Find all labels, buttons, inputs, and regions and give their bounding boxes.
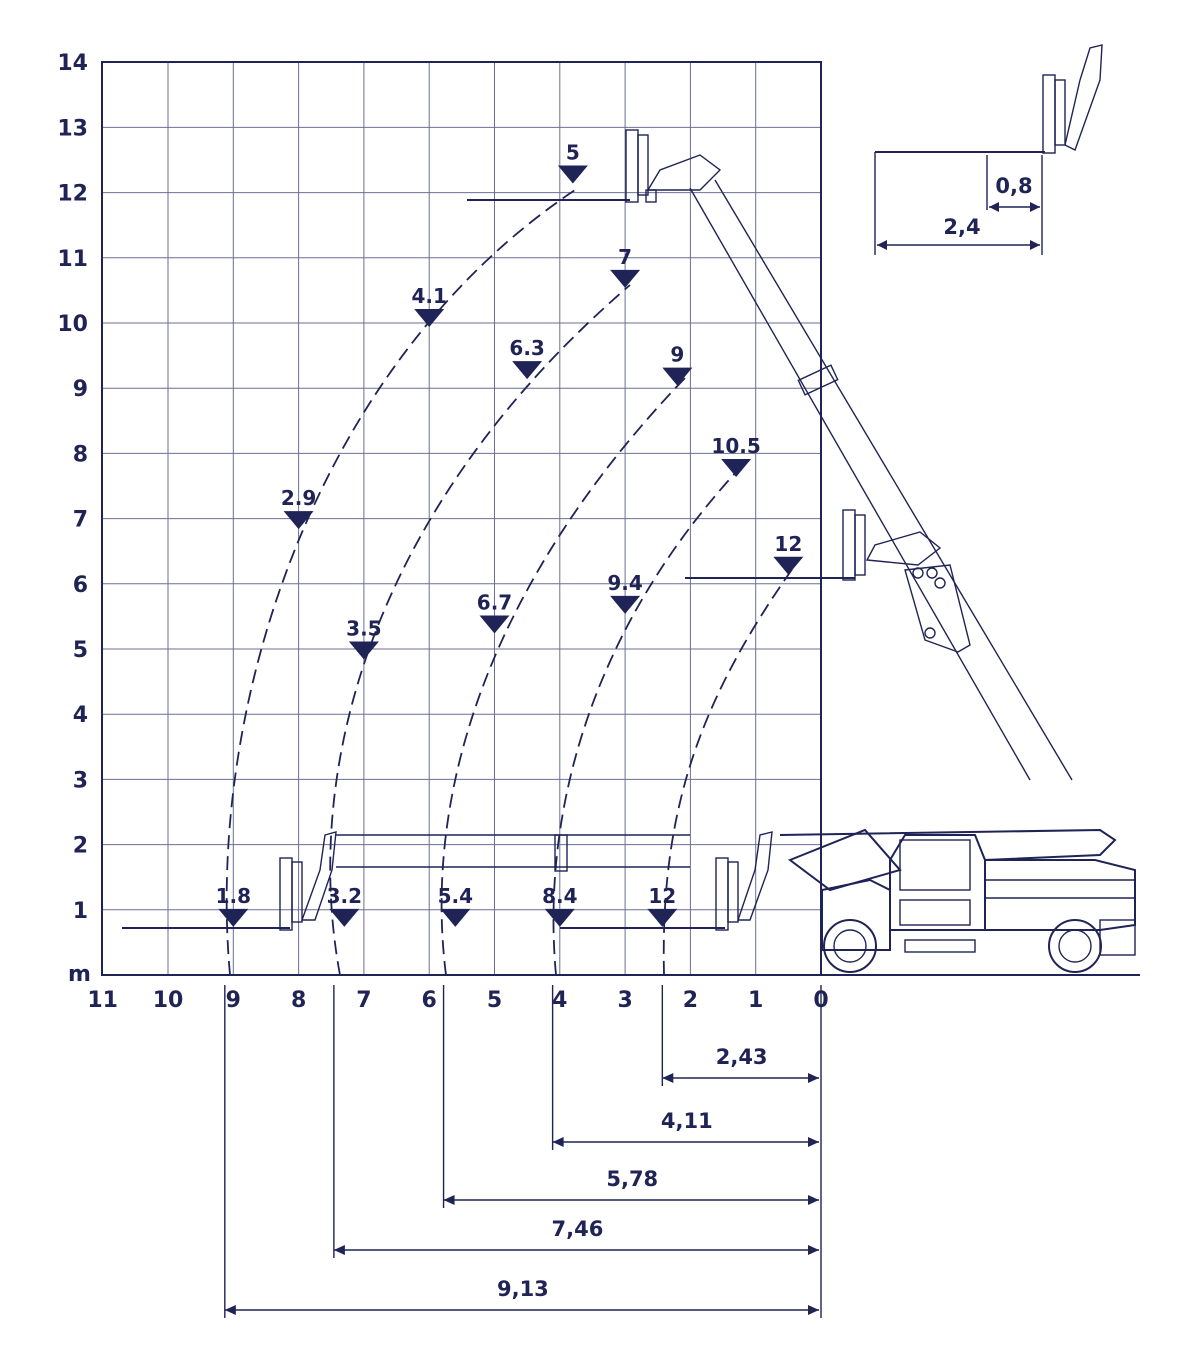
dimension-arrow-right bbox=[808, 1137, 819, 1147]
load-point-marker bbox=[662, 367, 693, 386]
load-point-label: 3.5 bbox=[346, 617, 381, 641]
dimension-arrow-left bbox=[662, 1073, 674, 1083]
reach-dimensions: 2,43 4,11 5,78 7,46 9,13 bbox=[224, 985, 822, 1318]
x-tick-label: 3 bbox=[617, 988, 632, 1013]
load-point-label: 5.4 bbox=[438, 884, 473, 908]
load-point-label: 2.9 bbox=[281, 486, 316, 510]
dimension-label: 7,46 bbox=[552, 1217, 604, 1241]
grid bbox=[102, 62, 821, 975]
fork-mid bbox=[685, 509, 971, 653]
y-tick-label: 9 bbox=[73, 377, 88, 402]
dimension-arrow-left bbox=[552, 1137, 564, 1147]
inset-dim-2-4: 2,4 bbox=[943, 215, 980, 239]
dimension-arrow-left bbox=[443, 1195, 455, 1205]
load-point-label: 10.5 bbox=[711, 434, 760, 458]
y-tick-label: 2 bbox=[73, 834, 88, 859]
load-point-marker bbox=[647, 908, 678, 927]
load-arc-4 bbox=[552, 469, 739, 976]
load-arc-3 bbox=[440, 377, 686, 976]
load-arc-1 bbox=[225, 189, 576, 976]
load-point-marker bbox=[479, 615, 510, 634]
load-point-marker bbox=[440, 908, 471, 927]
dimension-label: 9,13 bbox=[497, 1277, 549, 1301]
dimension-arrow-left bbox=[333, 1245, 345, 1255]
load-point-label: 3.2 bbox=[327, 884, 362, 908]
load-point-marker bbox=[329, 908, 360, 927]
x-tick-label: 10 bbox=[153, 988, 184, 1013]
load-point-marker bbox=[512, 361, 543, 380]
units-label: m bbox=[68, 962, 91, 987]
x-tick-label: 11 bbox=[87, 988, 118, 1013]
load-point-label: 12 bbox=[774, 532, 802, 556]
fork-bottom-far bbox=[122, 831, 337, 931]
load-point-label: 12 bbox=[648, 884, 676, 908]
load-point-marker bbox=[414, 309, 445, 327]
y-tick-label: 8 bbox=[73, 442, 88, 467]
load-point-marker bbox=[283, 511, 314, 530]
load-point-marker bbox=[610, 269, 641, 288]
load-point-label: 5 bbox=[566, 141, 580, 165]
load-point-label: 1.8 bbox=[216, 884, 251, 908]
load-point-marker bbox=[218, 908, 249, 927]
x-tick-label: 9 bbox=[226, 988, 241, 1013]
inset-fork-diagram: 0,8 2,4 bbox=[874, 44, 1103, 255]
retracted-boom bbox=[336, 834, 690, 872]
fork-bottom-near bbox=[560, 831, 773, 931]
load-point-label: 6.3 bbox=[509, 336, 544, 360]
load-point-marker bbox=[773, 556, 804, 575]
x-tick-label: 2 bbox=[683, 988, 698, 1013]
y-tick-label: 7 bbox=[73, 508, 88, 533]
fork-top bbox=[467, 129, 722, 203]
dimension-arrow-right bbox=[808, 1305, 819, 1315]
y-tick-label: 11 bbox=[57, 247, 88, 272]
load-arcs bbox=[225, 189, 794, 976]
load-point-label: 9 bbox=[670, 343, 684, 367]
y-tick-label: 4 bbox=[73, 703, 88, 728]
load-point-marker bbox=[721, 458, 752, 477]
y-tick-label: 14 bbox=[57, 51, 88, 76]
y-tick-label: 13 bbox=[57, 116, 88, 141]
dimension-arrow-right bbox=[808, 1245, 819, 1255]
load-point-label: 8.4 bbox=[542, 884, 577, 908]
load-point-marker bbox=[544, 908, 575, 927]
load-point-label: 9.4 bbox=[607, 571, 642, 595]
x-tick-label: 7 bbox=[356, 988, 371, 1013]
y-tick-label: 3 bbox=[73, 768, 88, 793]
dimension-arrow-right bbox=[808, 1195, 819, 1205]
x-tick-label: 8 bbox=[291, 988, 306, 1013]
y-tick-label: 12 bbox=[57, 182, 88, 207]
x-tick-label: 1 bbox=[748, 988, 763, 1013]
load-arc-2 bbox=[329, 284, 631, 976]
y-tick-label: 5 bbox=[73, 638, 88, 663]
load-point-marker bbox=[557, 165, 588, 184]
dimension-label: 5,78 bbox=[606, 1167, 658, 1191]
telehandler-vehicle bbox=[779, 828, 1136, 973]
y-tick-label: 1 bbox=[73, 899, 88, 924]
y-tick-label: 6 bbox=[73, 573, 88, 598]
load-points: 5 4.1 2.9 1.8 7 6.3 3.5 3.2 9 6.7 5.4 10.5 9.4 8.4 12 1… bbox=[216, 141, 804, 927]
inset-dim-0-8: 0,8 bbox=[995, 174, 1032, 198]
load-point-label: 6.7 bbox=[477, 590, 512, 614]
y-tick-label: 10 bbox=[57, 312, 88, 337]
dimension-arrow-left bbox=[224, 1305, 236, 1315]
dimension-arrow-right bbox=[808, 1073, 819, 1083]
load-point-label: 4.1 bbox=[411, 284, 446, 308]
load-point-marker bbox=[348, 641, 379, 660]
dimension-label: 4,11 bbox=[661, 1109, 713, 1133]
x-tick-label: 5 bbox=[487, 988, 502, 1013]
load-point-label: 7 bbox=[618, 245, 632, 269]
load-point-marker bbox=[610, 595, 641, 614]
x-tick-label: 6 bbox=[422, 988, 437, 1013]
dimension-label: 2,43 bbox=[716, 1045, 768, 1069]
extended-boom bbox=[689, 179, 1073, 781]
x-tick-label: 4 bbox=[552, 988, 567, 1013]
